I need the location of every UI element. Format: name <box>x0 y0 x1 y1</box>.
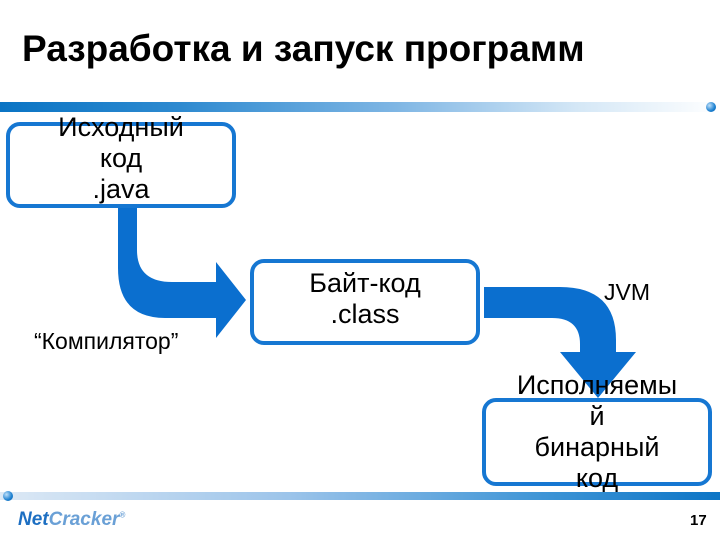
source-code-line-3: .java <box>92 174 150 204</box>
source-code-box <box>6 122 236 208</box>
top-divider-band <box>0 102 720 112</box>
source-code-line-1: Исходный <box>58 112 184 142</box>
binary-code-line-1: Исполняемы <box>516 370 678 400</box>
binary-code-line-4: код <box>575 463 619 493</box>
compiler-label: “Компилятор” <box>34 328 179 354</box>
source-code-line-2: код <box>99 143 143 173</box>
jvm-label: JVM <box>604 279 650 305</box>
slide-title: Разработка и запуск программ <box>22 28 585 69</box>
page-number: 17 <box>690 512 707 529</box>
binary-code-line-3: бинарный <box>534 432 660 462</box>
bytecode-line-1: Байт-код <box>309 268 421 298</box>
logo-registered-mark: ® <box>119 510 126 520</box>
bottom-band-dot <box>3 491 13 501</box>
bottom-divider-band <box>0 492 720 500</box>
binary-code-label: Исполняемы й бинарный код <box>482 370 712 494</box>
bytecode-line-2: .class <box>330 299 400 329</box>
source-code-label: Исходный код .java <box>6 112 236 205</box>
binary-code-box <box>482 398 712 486</box>
logo-cracker-text: Cracker <box>48 509 120 530</box>
binary-code-line-2: й <box>589 401 605 431</box>
bytecode-box <box>250 259 480 345</box>
top-band-dot <box>706 102 716 112</box>
netcracker-logo: NetCracker® <box>18 509 125 531</box>
logo-net-text: Net <box>18 509 49 530</box>
bytecode-label: Байт-код .class <box>250 268 480 330</box>
compile-arrow <box>118 205 246 338</box>
jvm-arrow <box>484 287 636 398</box>
